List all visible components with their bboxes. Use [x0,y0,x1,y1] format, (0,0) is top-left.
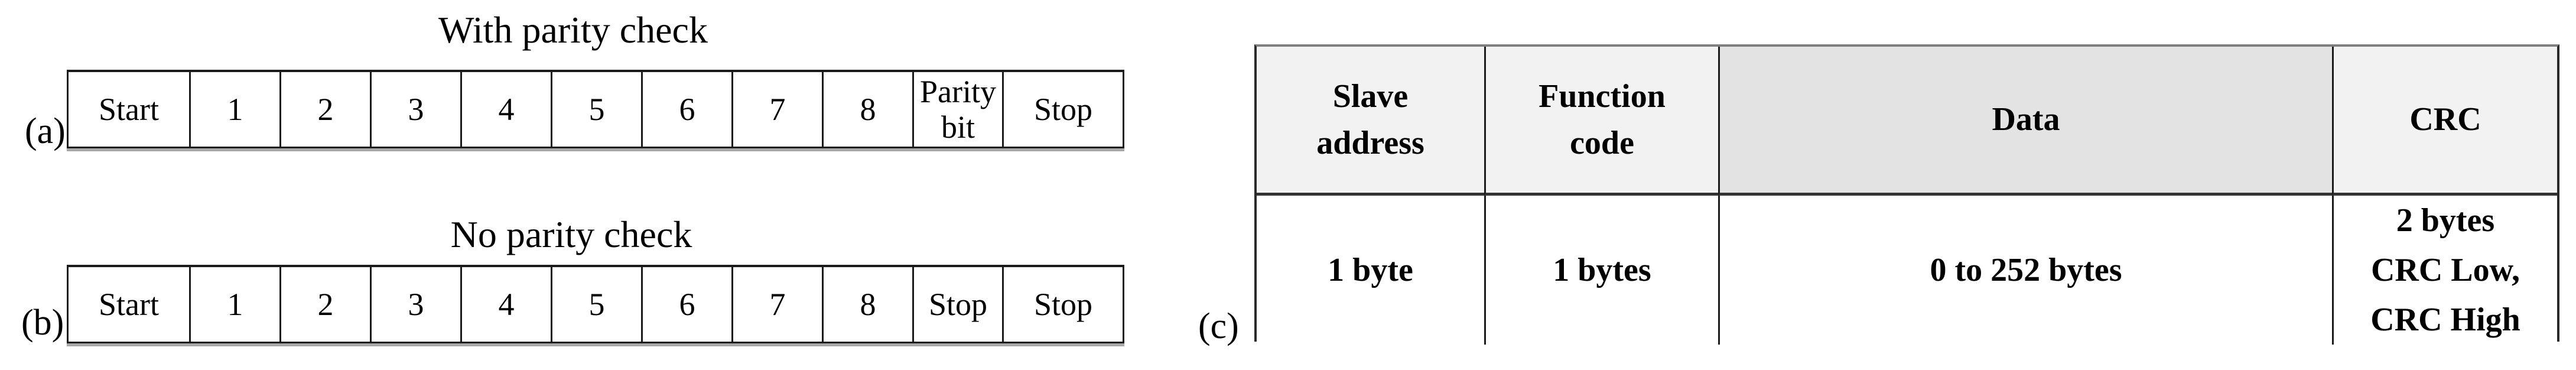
frame-cell-bit3: 3 [370,267,460,342]
panel-a-title: With parity check [438,9,708,51]
frame-row-no-parity: Start 1 2 3 4 5 6 7 8 Stop Stop [67,265,1124,343]
table-cell-data-size: 0 to 252 bytes [1718,196,2332,345]
frame-cell-bit4: 4 [460,267,551,342]
frame-cell-bit1: 1 [189,72,279,147]
value-line: 1 bytes [1553,252,1651,288]
frame-cell-bit2: 2 [279,267,370,342]
table-cell-function-code-size: 1 bytes [1484,196,1718,345]
frame-cell-stop: Stop [1002,72,1123,147]
table-header-data: Data [1718,47,2332,196]
frame-cell-bit8: 8 [822,267,912,342]
frame-cell-bit5: 5 [551,72,641,147]
header-line: Data [1992,101,2060,138]
frame-cell-start: Start [99,91,159,127]
header-line: Function [1539,78,1666,115]
modbus-frame-table: Slave address Function code Data CRC 1 b… [1254,44,2559,345]
frame-cell-bit7: 7 [731,72,822,147]
frame-cell-bit2: 2 [279,72,370,147]
table-header-function-code: Function code [1484,47,1718,196]
frame-cell-bit7: 7 [731,267,822,342]
frame-cell-stop2: Stop [1002,267,1123,342]
frame-cell-start: Start [99,286,159,322]
value-line: CRC High [2370,301,2520,338]
header-line: address [1316,124,1424,161]
frame-cell-bit1: 1 [189,267,279,342]
table-cell-slave-address-size: 1 byte [1257,196,1484,345]
frame-cell-bit6: 6 [641,267,731,342]
frame-cell-bit4: 4 [460,72,551,147]
frame-cell-parity-bit: Parity bit [912,72,1002,147]
table-header-crc: CRC [2332,47,2557,196]
header-line: Slave [1332,78,1409,115]
header-line: code [1570,124,1634,161]
table-header-slave-address: Slave address [1257,47,1484,196]
frame-cell-bit3: 3 [370,72,460,147]
value-line: 2 bytes [2396,202,2495,239]
header-line: CRC [2409,101,2481,138]
frame-cell-bit6: 6 [641,72,731,147]
value-line: 0 to 252 bytes [1930,252,2122,288]
value-line: CRC Low, [2370,252,2520,288]
panel-b-label: (b) [21,303,64,343]
table-cell-crc-size: 2 bytes CRC Low, CRC High [2332,196,2557,345]
panel-b-title: No parity check [450,213,692,255]
value-line: 1 byte [1328,252,1413,288]
frame-cell-bit8: 8 [822,72,912,147]
frame-row-with-parity: Start 1 2 3 4 5 6 7 8 Parity bit Stop [67,70,1124,148]
frame-cell-stop1: Stop [912,267,1002,342]
panel-c-label: (c) [1198,306,1239,346]
frame-cell-bit5: 5 [551,267,641,342]
panel-a-label: (a) [25,111,66,151]
